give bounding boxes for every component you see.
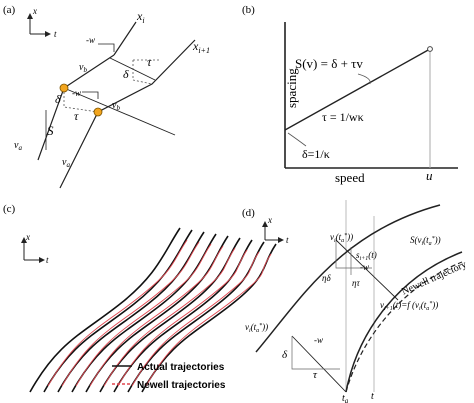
- s-i1-label: si+1(t): [356, 250, 377, 262]
- panel-c: (c) x t Actual trajectories Newell traje…: [3, 203, 277, 393]
- leader-trajectory: [255, 204, 441, 353]
- wave-line-upper: [335, 239, 399, 301]
- wedge-upper: [98, 43, 115, 52]
- panel-c-label: (c): [3, 203, 16, 215]
- trajectory-b: [59, 39, 196, 189]
- v-i-top-label: vi(ta*)): [330, 232, 353, 244]
- tau-label: τ: [313, 369, 318, 381]
- newell-trajectory: [145, 253, 272, 387]
- minus-w-lower: -w: [314, 335, 323, 345]
- v-a-lower: va: [62, 157, 70, 169]
- panel-b-u: u: [426, 168, 433, 183]
- newell-trajectory: [89, 245, 224, 387]
- tau-lower: τ: [74, 109, 79, 123]
- tau-upper: τ: [147, 55, 152, 69]
- panel-b: (b) S(v) = δ + τv τ = 1/wκ δ=1/κ spacing…: [242, 4, 458, 185]
- spacing-equation: S(v) = δ + τv: [295, 56, 363, 71]
- delta-lower: δ: [55, 92, 61, 106]
- wave-line-upper: [109, 57, 156, 81]
- panel-b-xlabel: speed: [335, 170, 365, 185]
- triangle-upper: [335, 240, 372, 269]
- newell-trajectory: [117, 249, 248, 387]
- v-b-lower: vb: [112, 100, 120, 112]
- delta-leader: [287, 132, 307, 147]
- newell-trajectory: [345, 261, 463, 393]
- newell-trajectory: [47, 239, 188, 387]
- minus-w-upper: -w: [360, 262, 369, 272]
- panel-a-label: (a): [3, 4, 16, 16]
- kink-marker-i: [59, 83, 69, 93]
- panel-b-label: (b): [242, 4, 255, 16]
- panel-d-t-label: t: [286, 235, 289, 245]
- newell-trajectory: [103, 247, 236, 387]
- legend-newell-label: Newell trajectories: [137, 380, 226, 391]
- vehicle-i-label: xi: [136, 9, 145, 25]
- wave-line-lower: [291, 335, 347, 393]
- v-i-left-label: vi(ta*)): [245, 322, 268, 334]
- vehicle-i1-label: xi+1: [192, 39, 210, 55]
- actual-trajectory: [43, 229, 193, 393]
- delta-upper: δ: [123, 67, 129, 81]
- v-i1-equation: vi+1(t)=f (vi(ta*)): [380, 300, 438, 312]
- newell-trajectory: [75, 243, 212, 387]
- minus-w-upper: -w: [86, 35, 95, 45]
- t-label: t: [371, 391, 374, 402]
- newell-trajectory: [131, 251, 260, 387]
- delta-label: δ: [282, 349, 288, 361]
- legend-actual-label: Actual trajectories: [137, 362, 225, 373]
- v-b-upper: vb: [79, 62, 87, 74]
- tau-equation: τ = 1/wκ: [322, 110, 364, 124]
- panel-a-t-label: t: [54, 29, 57, 39]
- trajectory-family: [29, 227, 277, 393]
- panel-c-t-label: t: [46, 255, 49, 265]
- newell-trajectory: [61, 241, 200, 387]
- spacing-s: S: [47, 123, 54, 138]
- trajectory-a-lower: [37, 54, 115, 161]
- kink-marker-i1: [93, 107, 103, 117]
- helper-triangle-lower: [63, 88, 99, 113]
- eta-delta-label: ηδ: [322, 273, 331, 283]
- v-a-upper: va: [14, 140, 22, 152]
- u-endpoint: [427, 46, 433, 52]
- actual-trajectory: [29, 227, 181, 393]
- follower-trajectory: [345, 251, 463, 393]
- equation-leader: [357, 73, 371, 85]
- wedge-lower: [82, 91, 99, 99]
- t-a-label: ta: [342, 393, 349, 403]
- panel-c-x-label: x: [25, 232, 30, 242]
- panel-d-x-label: x: [267, 215, 272, 225]
- panel-a: (a) x t xi xi+1 -w -w vb vb va va: [3, 4, 210, 189]
- panel-d-label: (d): [242, 207, 255, 219]
- spacing-line: [284, 48, 431, 131]
- delta-equation: δ=1/κ: [302, 147, 330, 161]
- wave-line-lower: [63, 87, 176, 136]
- s-of-v-label: S(vi(ta*)): [410, 235, 441, 247]
- panel-d: (d) x t vi(ta*)) si+1(t) -w ηδ ητ S(vi(t…: [242, 200, 468, 403]
- panel-b-ylabel: spacing: [284, 68, 299, 108]
- minus-w-lower: -w: [72, 88, 81, 98]
- helper-triangle-upper: [132, 60, 153, 85]
- triangle-lower: [291, 336, 340, 370]
- eta-tau-label: ητ: [352, 278, 360, 288]
- actual-trajectory: [57, 231, 205, 393]
- trajectory-a-upper: [113, 21, 137, 56]
- panel-a-x-label: x: [32, 6, 37, 16]
